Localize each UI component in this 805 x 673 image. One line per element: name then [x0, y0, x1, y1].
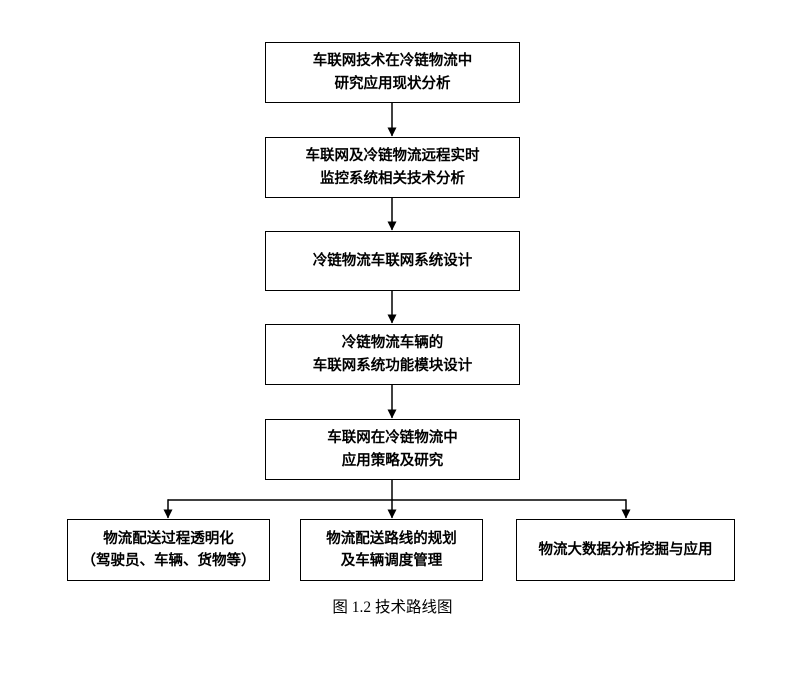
flow-box-research-status-analysis: 车联网技术在冷链物流中 研究应用现状分析: [265, 42, 520, 103]
flow-box-function-module-design: 冷链物流车辆的 车联网系统功能模块设计: [265, 324, 520, 385]
flow-box-route-planning-dispatch: 物流配送路线的规划 及车辆调度管理: [300, 519, 483, 581]
figure-caption: 图 1.2 技术路线图: [332, 599, 453, 616]
flow-box-monitoring-tech-analysis: 车联网及冷链物流远程实时 监控系统相关技术分析: [265, 137, 520, 198]
flow-box-delivery-transparency: 物流配送过程透明化 （驾驶员、车辆、货物等）: [67, 519, 270, 581]
flow-box-iov-system-design: 冷链物流车联网系统设计: [265, 231, 520, 291]
flow-box-application-strategy-research: 车联网在冷链物流中 应用策略及研究: [265, 419, 520, 480]
flow-box-big-data-mining: 物流大数据分析挖掘与应用: [516, 519, 735, 581]
